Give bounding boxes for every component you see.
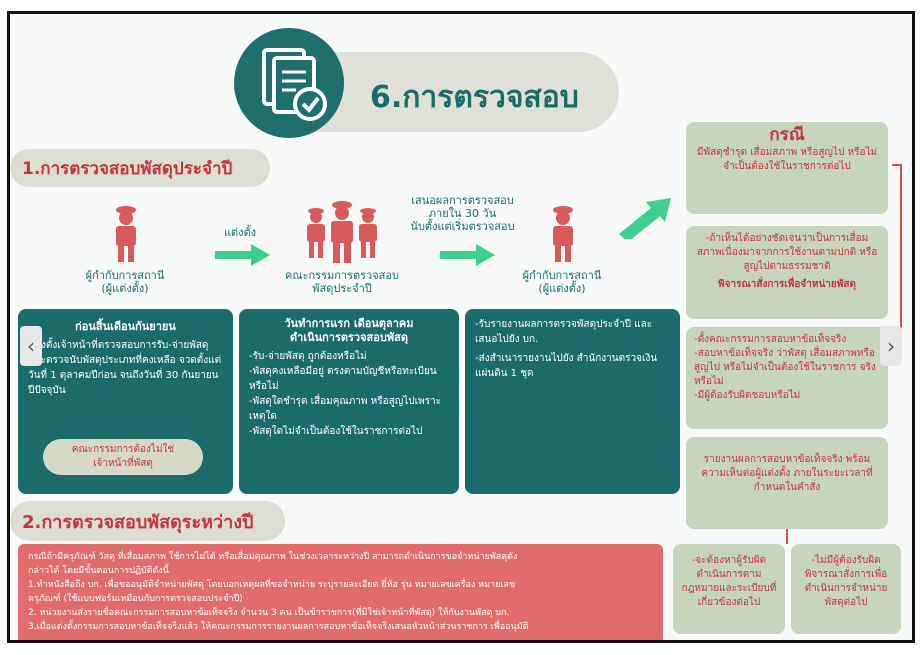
- section1-title: 1.การตรวจสอบพัสดุประจำปี: [10, 149, 270, 187]
- annual-step2-box: วันทำการแรก เดือนตุลาคม ดำเนินการตรวจสอบ…: [239, 309, 459, 494]
- bottom-line: กรณีถ้ามีครุภัณฑ์ วัสดุ ที่เสื่อมสภาพ ใช…: [28, 552, 518, 562]
- bottom-line: กล่าวได้ โดยมีขั้นตอนการปฏิบัติดังนี้: [28, 566, 169, 576]
- box2-heading: วันทำการแรก เดือนตุลาคม ดำเนินการตรวจสอบ…: [284, 317, 414, 344]
- bottom-line: 1.ทำหนังสือถึง บก. เพื่อขออนุมัติจำหน่าย…: [28, 580, 516, 590]
- infographic: 6.การตรวจสอบ 1.การตรวจสอบพัสดุประจำปี ผู…: [7, 11, 915, 643]
- case-intro-box: กรณี มีพัสดุชำรุด เสื่อมสภาพ หรือสูญไป ห…: [686, 122, 888, 214]
- person2-label: ผู้กำกับการสถานี (ผู้แต่งตั้ง): [522, 269, 602, 295]
- officer-icon: [547, 204, 579, 266]
- document-check-icon: [234, 28, 344, 138]
- annual-step1-box: ก่อนสิ้นเดือนกันยายน แต่งตั้งเจ้าหน้าที่…: [18, 309, 233, 494]
- box1-heading: ก่อนสิ้นเดือนกันยายน: [75, 320, 176, 333]
- bottom-line: ครุภัณฑ์ (ใช้แบบฟอร์มเหมือนกับการตรวจสอบ…: [28, 594, 243, 604]
- connector-line: [786, 529, 788, 544]
- box3-item: -ส่งสำเนารายงานไปยัง สำนักงานตรวจเงินแผ่…: [475, 353, 658, 379]
- box2-item: -พัสดุใดไม่จำเป็นต้องใช้ในราชการต่อไป: [249, 426, 423, 437]
- arrow1-label: แต่งตั้ง: [223, 226, 257, 239]
- case1-box: -ถ้าเห็นได้อย่างชัดเจนว่าเป็นการเสื่อมสภ…: [686, 226, 888, 319]
- prev-slide-button[interactable]: ‹: [20, 326, 42, 366]
- diagonal-arrow-icon: [615, 194, 675, 243]
- cases-title: กรณี: [769, 125, 805, 145]
- case1-action: พิจารณาสั่งการเพื่อจำหน่ายพัสดุ: [718, 279, 856, 290]
- outcome1-box: -จะต้องหาผู้รับผิด ดำเนินการตามกฎหมายและ…: [673, 544, 785, 634]
- box2-item: -พัสดุใดชำรุด เสื่อมคุณภาพ หรือสูญไปเพรา…: [249, 396, 442, 422]
- bottom-line: 2. หน่วยงานส่งรายชื่อคณะกรรมการสอบหาข้อเ…: [28, 608, 510, 618]
- connector-line: [892, 164, 902, 344]
- page-title: 6.การตรวจสอบ: [370, 80, 579, 115]
- bottom-line: 3.เมื่อแต่งตั้งกรรมการสอบหาข้อเท็จจริงแล…: [28, 622, 529, 632]
- case3-box: รายงานผลการสอบหาข้อเท็จจริง พร้อมความเห็…: [686, 437, 888, 529]
- case2-box: -ตั้งคณะกรรมการสอบหาข้อเท็จจริง -สอบหาข้…: [686, 327, 888, 429]
- right-arrow-icon: [440, 242, 495, 272]
- box1-note: คณะกรรมการต้องไม่ใช่ เจ้าหน้าที่พัสดุ: [43, 439, 203, 475]
- next-slide-button[interactable]: ›: [880, 326, 902, 366]
- section2-title: 2.การตรวจสอบพัสดุระหว่างปี: [10, 501, 285, 541]
- box2-item: -รับ-จ่ายพัสดุ ถูกต้องหรือไม่: [249, 351, 367, 362]
- annual-step3-box: -รับรายงานผลการตรวจพัสดุประจำปี และเสนอไ…: [465, 309, 680, 494]
- committee-label: คณะกรรมการตรวจสอบ พัสดุประจำปี: [285, 269, 399, 295]
- arrow2-label: เสนอผลการตรวจสอบ ภายใน 30 วัน นับตั้งแต่…: [410, 194, 515, 233]
- interim-inspection-box: กรณีถ้ามีครุภัณฑ์ วัสดุ ที่เสื่อมสภาพ ใช…: [18, 544, 663, 640]
- committee-icon: [302, 199, 382, 269]
- box3-item: -รับรายงานผลการตรวจพัสดุประจำปี และเสนอไ…: [475, 319, 653, 345]
- case1-text: -ถ้าเห็นได้อย่างชัดเจนว่าเป็นการเสื่อมสภ…: [696, 233, 878, 272]
- box2-item: -พัสดุคงเหลือมีอยู่ ตรงตามบัญชีหรือทะเบี…: [249, 366, 437, 392]
- box1-body: แต่งตั้งเจ้าหน้าที่ตรวจสอบการรับ-จ่ายพัส…: [28, 340, 222, 396]
- person1-label: ผู้กำกับการสถานี (ผู้แต่งตั้ง): [85, 269, 165, 295]
- cases-intro: มีพัสดุชำรุด เสื่อมสภาพ หรือสูญไป หรือไม…: [696, 147, 878, 172]
- right-arrow-icon: [215, 242, 270, 272]
- outcome2-box: -ไม่มีผู้ต้องรับผิด พิจารณาสั่งการเพื่อด…: [791, 544, 901, 634]
- officer-icon: [110, 204, 142, 266]
